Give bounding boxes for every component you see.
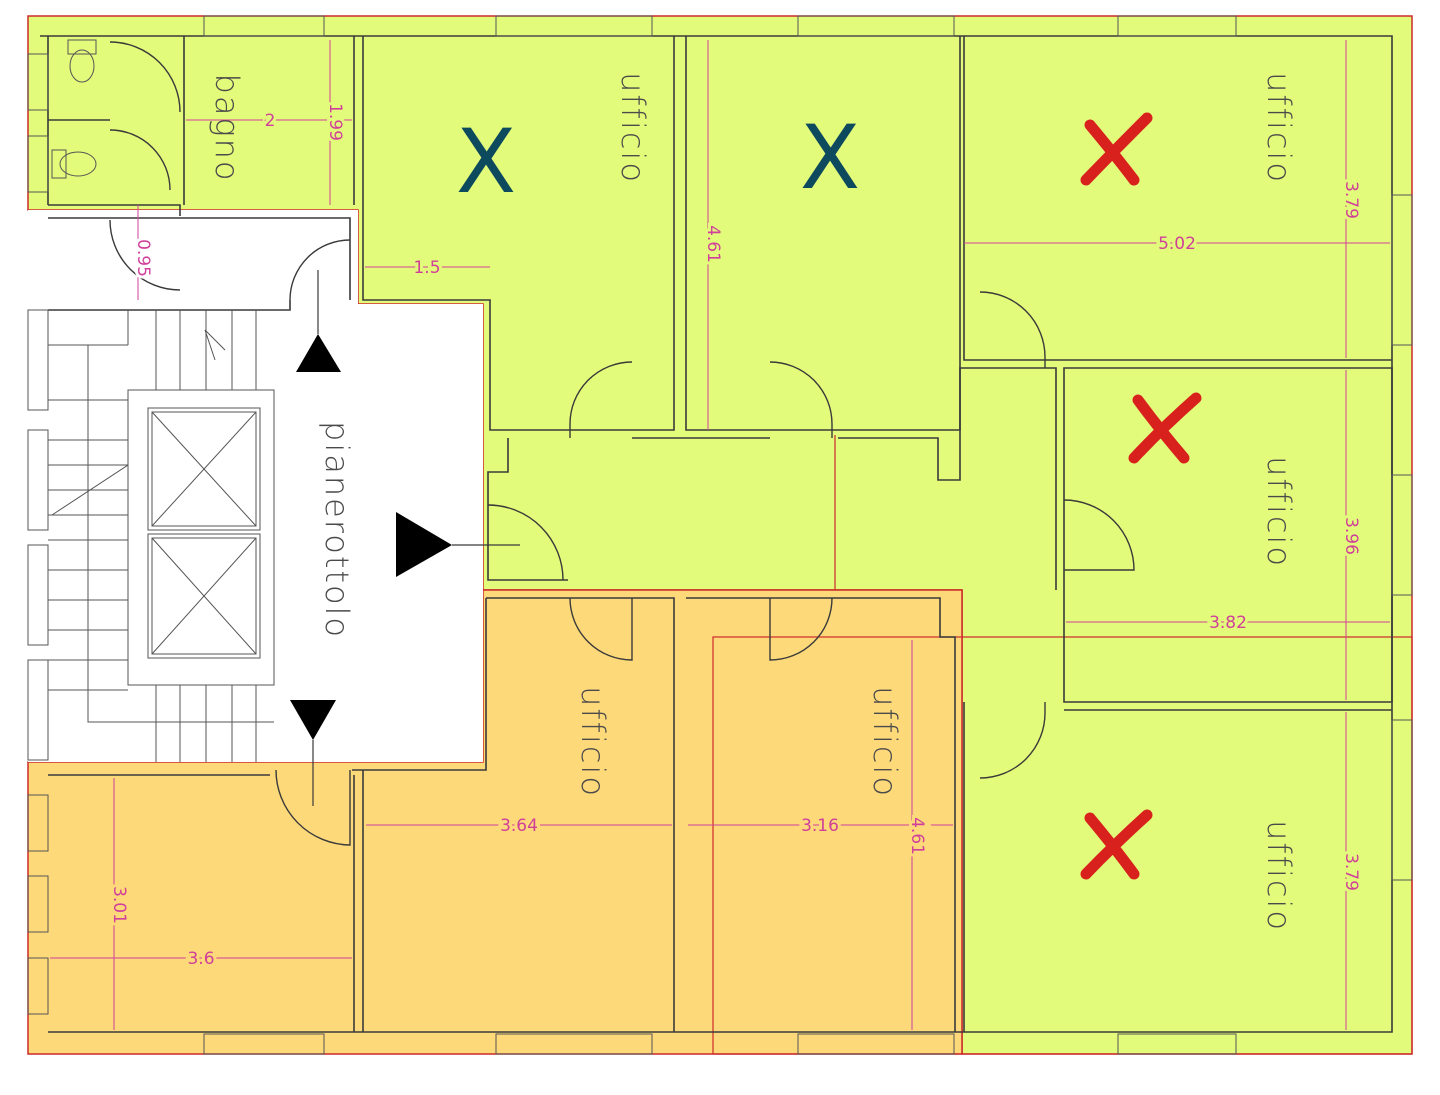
label-office-1: ufficio (614, 72, 652, 184)
dim-office2-height: 4.61 (703, 225, 723, 263)
label-office-3: ufficio (1260, 72, 1298, 184)
dim-bath-width: 2 (265, 111, 276, 131)
blue-x-mark-2: X (800, 106, 860, 209)
dim-office7-height: 3.79 (1341, 853, 1361, 891)
dimension-lines (50, 40, 1390, 1030)
arrows (290, 270, 520, 806)
dim-office3-height: 3.79 (1341, 181, 1361, 219)
dim-corridor-door: 0.95 (133, 239, 153, 277)
elevator-icon (147, 407, 261, 659)
dim-office8-height: 3.01 (109, 886, 129, 924)
dim-office1-width: 1.5 (413, 258, 440, 278)
dim-office6-height: 4.61 (907, 817, 927, 855)
arrow-down-icon (290, 700, 336, 740)
toilet-icon (51, 39, 97, 179)
room-labels: bagno pianerottolo ufficio ufficio uffic… (208, 72, 1298, 932)
stairs-icon (48, 310, 275, 762)
blue-x-mark-1: X (456, 110, 516, 213)
label-office-7: ufficio (1260, 820, 1298, 932)
label-office-6: ufficio (866, 686, 904, 798)
doors (109, 41, 1135, 846)
dimension-labels: 2 1.99 0.95 1.5 4.61 5.02 3.79 3.96 3.82… (106, 100, 1364, 972)
label-office-5: ufficio (574, 686, 612, 798)
label-bagno: bagno (208, 74, 246, 183)
red-x-mark-2 (1128, 392, 1202, 464)
label-pianerottolo: pianerottolo (318, 421, 356, 639)
walls (40, 35, 1393, 1033)
red-x-mark-1 (1080, 112, 1153, 186)
dim-office8-width: 3.6 (187, 949, 214, 969)
dim-office6-width: 3.16 (801, 816, 839, 836)
windows (27, 15, 1413, 1055)
dim-office5-width: 3.64 (500, 816, 538, 836)
red-x-mark-3 (1080, 809, 1153, 880)
dim-office3-width: 5.02 (1158, 234, 1196, 254)
dim-office4-height: 3.96 (1341, 517, 1361, 555)
arrow-up-icon (296, 334, 341, 372)
dim-bath-height: 1.99 (325, 103, 345, 141)
dim-office4-width: 3.82 (1209, 613, 1247, 633)
label-office-4: ufficio (1260, 456, 1298, 568)
zones (27, 15, 1413, 1055)
arrow-right-icon (396, 512, 452, 577)
marks: X X (456, 106, 1202, 880)
